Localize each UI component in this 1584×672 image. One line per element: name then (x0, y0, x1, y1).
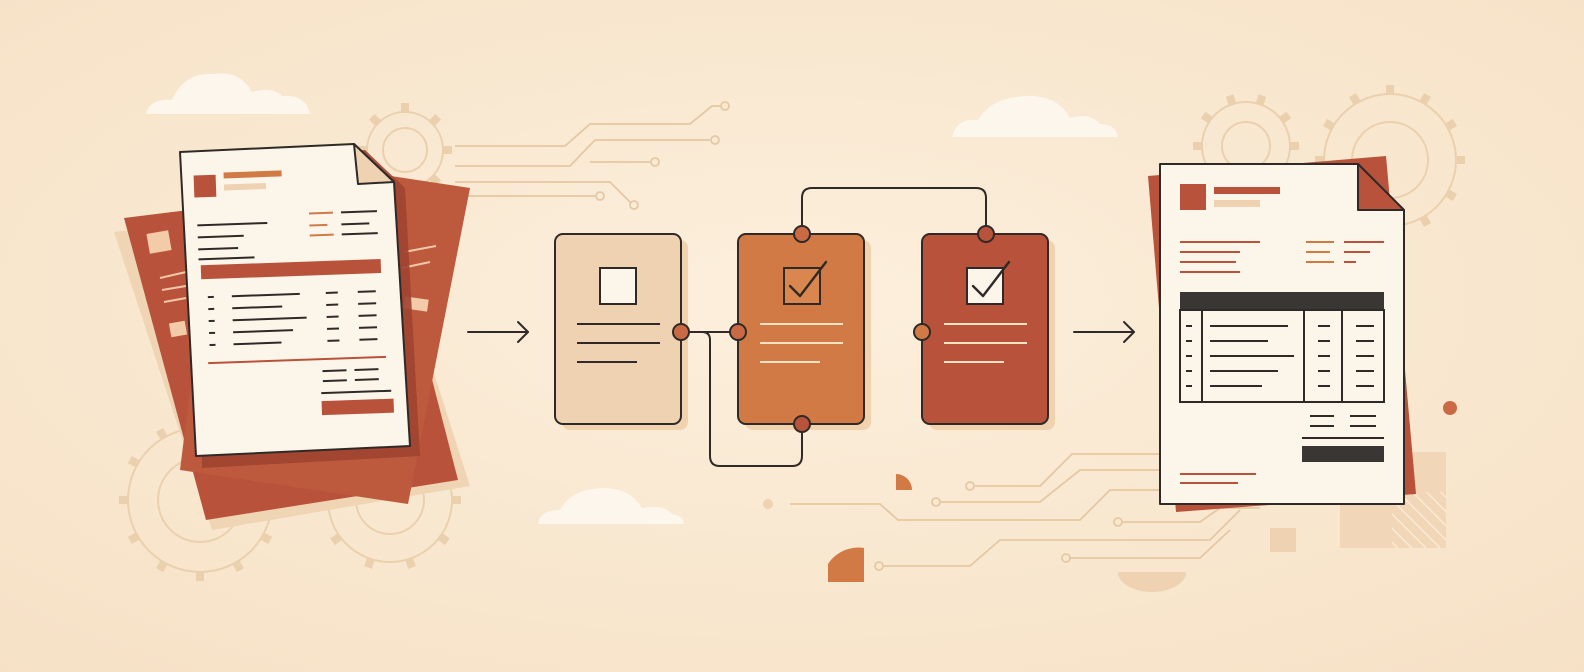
table-header-bar (200, 259, 382, 280)
gear-tooth (405, 556, 416, 569)
accent-dot (763, 499, 773, 509)
gear-tooth (428, 113, 442, 127)
gear-tooth (127, 456, 141, 468)
page-fold-icon (1357, 163, 1405, 211)
circuit-trace-icon (455, 101, 730, 210)
gear-tooth (1255, 94, 1267, 107)
cloud-icon (146, 73, 310, 114)
connector-node (793, 415, 811, 433)
gear-tooth (364, 556, 375, 569)
gear-tooth (1419, 93, 1431, 106)
connector-node (977, 225, 995, 243)
gear-tooth (1323, 119, 1336, 131)
pipeline-connectors (681, 187, 987, 467)
invoice-table (1179, 292, 1385, 403)
gear-tooth (1278, 111, 1292, 124)
gear-tooth (330, 532, 344, 545)
gear-tooth (259, 532, 273, 544)
gear-tooth (232, 559, 244, 573)
pipeline-step-2 (737, 233, 871, 430)
gear-tooth (156, 427, 168, 441)
front-invoice-sheet (179, 143, 411, 457)
accent-quarter-circle (828, 547, 864, 582)
page-fold-icon (353, 143, 395, 185)
empty-checkbox-icon (599, 267, 637, 305)
checked-checkbox-icon (966, 260, 1011, 305)
gear-tooth (127, 532, 141, 544)
logo-block (1180, 184, 1206, 210)
cloud-icon (952, 96, 1118, 137)
circuit-trace-icon (790, 453, 1260, 571)
accent-square (1270, 528, 1296, 552)
gear-tooth (428, 173, 442, 187)
right-arrow-icon (1073, 321, 1135, 343)
gear-tooth (368, 113, 382, 127)
gear-tooth (1225, 94, 1237, 107)
gear-tooth (1349, 93, 1361, 106)
cloud-icon (538, 488, 684, 524)
gear-tooth (1444, 119, 1457, 131)
checked-checkbox-icon (783, 260, 828, 305)
gear-tooth (1200, 111, 1214, 124)
processing-pipeline (554, 187, 1055, 467)
gear-tooth (1444, 189, 1457, 201)
gear-tooth (156, 559, 168, 573)
total-bar (1302, 446, 1384, 462)
pipeline-step-3 (921, 233, 1055, 430)
connector-node (672, 323, 690, 341)
connector-node (729, 323, 747, 341)
connector-nodes (672, 225, 995, 433)
connector-node (913, 323, 931, 341)
logo-block (193, 174, 217, 198)
gear-tooth (1419, 214, 1431, 227)
structured-invoice-icon (1148, 156, 1416, 512)
pipeline-step-1 (554, 233, 688, 430)
accent-dot (1443, 401, 1457, 415)
invoice-content (193, 170, 394, 416)
table-header-bar (1180, 292, 1384, 310)
invoice-stack-icon (114, 143, 470, 530)
connector-node (793, 225, 811, 243)
total-bar (321, 398, 394, 416)
gear-tooth (436, 532, 450, 545)
accent-half-circle (1118, 572, 1186, 592)
accent-quarter-circle (896, 474, 912, 490)
right-arrow-icon (467, 321, 529, 343)
